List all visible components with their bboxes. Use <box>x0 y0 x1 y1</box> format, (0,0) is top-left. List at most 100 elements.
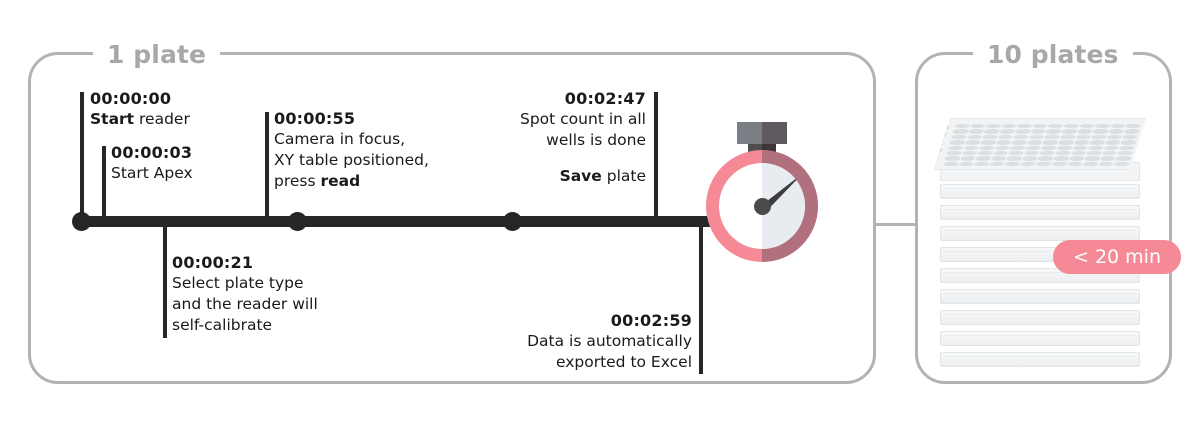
microplate-well <box>1120 140 1137 145</box>
timeline-event-000055-time: 00:00:55 <box>274 109 356 128</box>
microplate-stack-layer <box>940 289 1140 304</box>
timeline-event-000021-line-1: Select plate type <box>172 274 304 292</box>
timeline-event-000247-save-bold: Save <box>559 167 602 185</box>
stopwatch-crown-button <box>737 122 787 144</box>
microplate-layer-seam <box>945 335 1135 336</box>
microplate-row-letter: E <box>932 155 940 163</box>
microplate-well <box>1016 124 1033 129</box>
microplate-well <box>1027 140 1043 145</box>
microplate-layer-seam <box>945 293 1135 294</box>
microplate-well <box>1053 156 1070 161</box>
microplate-well <box>975 156 992 161</box>
timeline-event-000003-desc: Start Apex <box>111 164 193 182</box>
timeline-event-000055-line-3-pre: press <box>274 172 321 190</box>
microplate-well <box>1103 145 1120 150</box>
microplate-well <box>1118 145 1135 150</box>
microplate-well <box>1075 134 1092 140</box>
panel-one-plate-label: 1 plate <box>93 37 221 73</box>
microplate-well <box>968 129 984 134</box>
microplate-layer-seam <box>945 356 1135 357</box>
microplate-well <box>1086 150 1103 156</box>
timeline-event-000000-desc: Start reader <box>90 109 190 130</box>
microplate-row-letter: C <box>937 139 945 147</box>
microplate-well <box>1056 145 1073 150</box>
timeline-event-000259-line-1: Data is automatically <box>527 332 692 350</box>
microplate-well <box>1039 150 1056 156</box>
timeline-tick-000259 <box>699 226 703 374</box>
microplate-well <box>1037 156 1054 161</box>
microplate-well <box>1104 140 1121 145</box>
microplate-well <box>1045 129 1062 134</box>
microplate-layer-seam <box>945 314 1135 315</box>
microplate-layer-seam <box>945 251 1135 252</box>
timeline-event-000055: 00:00:55 Camera in focus, XY table posit… <box>274 108 429 192</box>
microplate-well <box>997 134 1014 140</box>
microplate-row-letter: A <box>942 123 951 131</box>
microplate-well <box>1070 150 1087 156</box>
timeline-event-000021-line-3: self-calibrate <box>172 316 273 334</box>
microplate-well <box>1091 134 1107 140</box>
timeline-event-000000: 00:00:00 Start reader <box>90 88 190 130</box>
microplate-well-grid <box>942 124 1142 166</box>
microplate-well <box>1109 124 1126 129</box>
microplate-well <box>1022 156 1039 161</box>
microplate-well <box>1117 150 1134 156</box>
microplate-well <box>977 150 993 156</box>
microplate-well <box>985 124 1002 129</box>
timeline-tick-000055 <box>265 112 269 220</box>
microplate-well <box>1106 134 1123 140</box>
timeline-tick-000247 <box>654 92 658 220</box>
microplate-layer-seam <box>945 188 1135 189</box>
microplate-well <box>1063 124 1080 129</box>
microplate-well <box>1122 134 1139 140</box>
panel-ten-plates: 10 plates <box>915 37 1172 384</box>
microplate-well <box>1123 129 1140 134</box>
panel-ten-plates-label: 10 plates <box>973 37 1133 73</box>
microplate-well <box>1092 129 1109 134</box>
microplate-layer-seam <box>945 230 1135 231</box>
microplate-well <box>1054 150 1071 156</box>
microplate-well <box>1036 161 1052 166</box>
microplate-well <box>1025 145 1042 150</box>
microplate-well <box>1094 124 1111 129</box>
timeline-bar <box>78 216 728 227</box>
timeline-event-000247-line-2: wells is done <box>546 131 646 149</box>
microplate-well <box>1100 156 1116 161</box>
microplate-stack-layer <box>940 226 1140 241</box>
microplate-well <box>1115 156 1132 161</box>
timeline-dot-start <box>72 212 91 231</box>
microplate-well <box>1040 145 1057 150</box>
microplate-well <box>963 145 980 150</box>
microplate-well <box>973 161 990 166</box>
timeline-event-000247-spacer <box>404 151 646 166</box>
microplate-well <box>1078 124 1095 129</box>
timeline-event-000247-time: 00:02:47 <box>564 89 646 108</box>
microplate-well <box>1030 129 1047 134</box>
microplate-well <box>1044 134 1061 140</box>
microplate-well <box>1113 161 1130 166</box>
timeline-event-000055-line-3-bold: read <box>320 172 361 190</box>
timeline-dot-read <box>288 212 307 231</box>
microplate-well <box>980 140 997 145</box>
microplate-well <box>1101 150 1118 156</box>
microplate-well <box>978 145 995 150</box>
microplate-well <box>1084 156 1101 161</box>
timeline-event-000021-line-2: and the reader will <box>172 295 318 313</box>
microplate-well <box>1014 129 1031 134</box>
timeline-event-000003: 00:00:03 Start Apex <box>111 142 193 184</box>
microplate-well <box>964 140 981 145</box>
microplate-well <box>1067 161 1084 166</box>
timeline-event-000021: 00:00:21 Select plate type and the reade… <box>172 252 318 336</box>
badge-under-20-min: < 20 min <box>1053 240 1182 274</box>
timeline-event-000247: 00:02:47 Spot count in all wells is done… <box>404 88 646 187</box>
microplate-well <box>1023 150 1040 156</box>
microplate-well <box>1047 124 1064 129</box>
timeline-event-000247-line-1: Spot count in all <box>520 110 646 128</box>
timeline-dot-count <box>503 212 522 231</box>
timeline-event-000021-time: 00:00:21 <box>172 253 254 272</box>
panel-connector-line <box>876 223 917 226</box>
microplate-well <box>989 161 1006 166</box>
microplate-well <box>1000 124 1017 129</box>
microplate-well <box>1009 145 1026 150</box>
